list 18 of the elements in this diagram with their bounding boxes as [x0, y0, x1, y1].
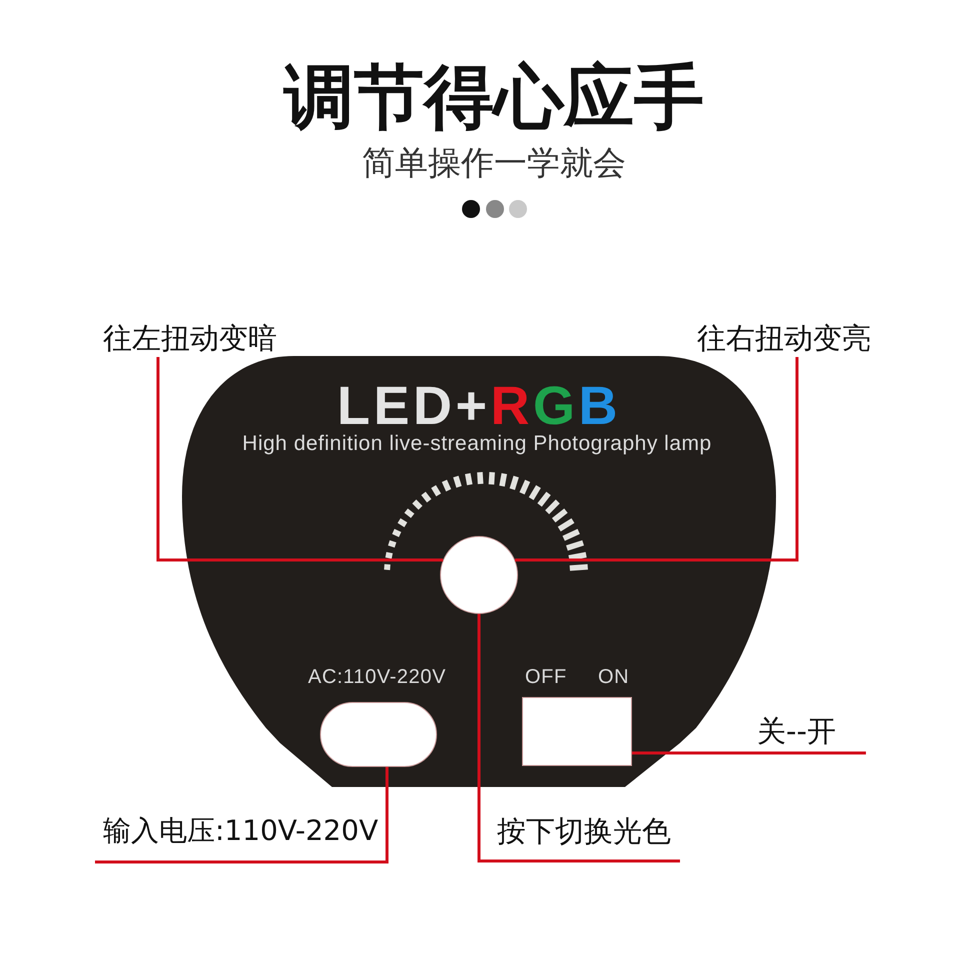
voltage-label: AC:110V-220V [308, 667, 446, 687]
switch-state-label: ON [598, 667, 630, 687]
leader-line [156, 357, 443, 562]
callout-label: 关--开 [757, 717, 836, 746]
callout-label: 按下切换光色 [497, 817, 671, 846]
leader-line [632, 752, 866, 754]
product-tagline: High definition live-streaming Photography lamp [242, 433, 712, 454]
product-heading: LED+RGB [336, 379, 622, 433]
switch-state-label: OFF [525, 667, 567, 687]
leader-line [478, 614, 680, 862]
title: 调节得心应手 [284, 62, 704, 132]
subtitle: 简单操作一学就会 [362, 146, 626, 179]
leader-line [95, 767, 388, 864]
callout-label: 输入电压:110V-220V [103, 817, 378, 845]
callout-label: 往左扭动变暗 [103, 324, 277, 353]
power-switch [522, 697, 632, 766]
callout-label: 往右扭动变亮 [697, 324, 871, 353]
leader-line [515, 357, 798, 562]
